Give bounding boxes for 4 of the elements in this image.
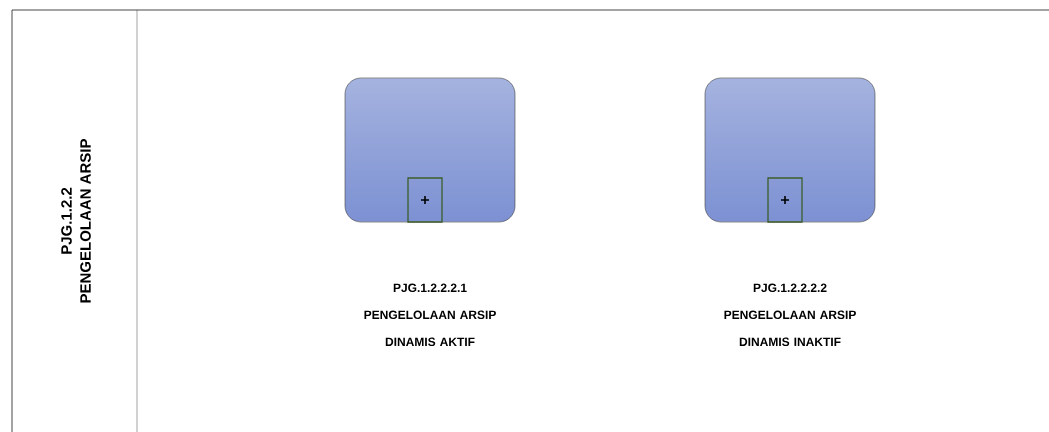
subprocess-box xyxy=(344,77,516,223)
subprocess-label: PJG.1.2.2.2.1 PENGELOLAAN ARSIP DINAMIS AKTIF xyxy=(364,283,496,347)
subprocess-box xyxy=(704,77,876,223)
subprocess-label: PJG.1.2.2.2.2 PENGELOLAAN ARSIP DINAMIS INAKTIF xyxy=(724,283,856,347)
